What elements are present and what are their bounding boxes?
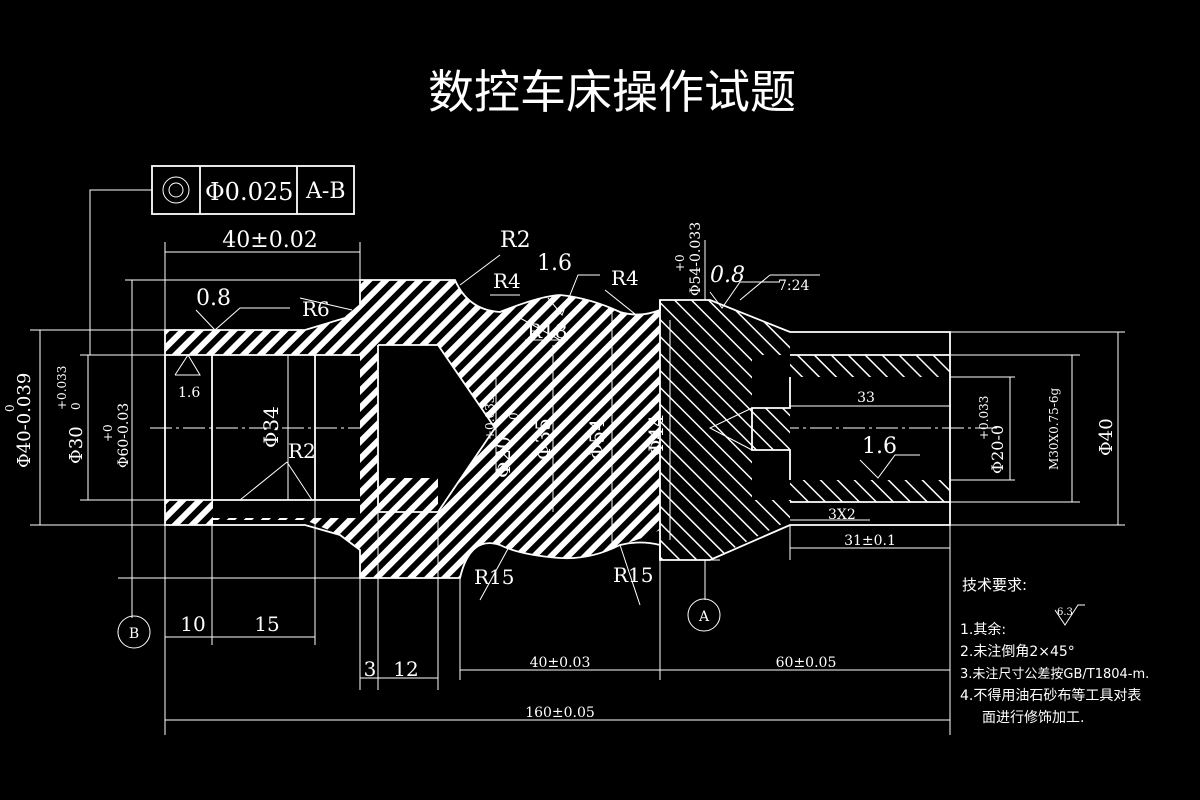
dim-phi40-right: Φ40	[1096, 418, 1117, 456]
dim-r15-right: R15	[613, 563, 654, 587]
dim-phi20-right: Φ20-0	[988, 425, 1007, 474]
dim-len31: 31±0.1	[844, 533, 896, 549]
dim-phi20-low: 0	[507, 412, 521, 420]
notes-item1: 1.其余:	[960, 621, 1006, 638]
rough-16-top: 1.6	[537, 251, 572, 276]
dim-phi20-up: +0.033	[483, 396, 497, 440]
dim-3x2: 3X2	[828, 507, 856, 523]
dim-40-tol: 40±0.02	[222, 228, 317, 253]
dim-len12: 12	[393, 657, 418, 681]
dim-thread: M30X0.75-6g	[1047, 387, 1061, 470]
dim-r18: R18	[527, 319, 568, 343]
dim-taper: 7:24	[778, 278, 810, 294]
drawing-title: 数控车床操作试题	[428, 65, 796, 119]
notes-item3: 3.未注尺寸公差按GB/T1804-m.	[960, 667, 1149, 682]
dim-phi34: Φ34	[259, 406, 283, 448]
dim-phi60-up: +0	[101, 424, 115, 442]
dim-r4-left: R4	[493, 269, 521, 293]
notes-item4a: 4.不得用油石砂布等工具对表	[960, 687, 1141, 704]
dim-r4-right: R4	[611, 266, 639, 290]
tolerance-value: Φ0.025	[205, 178, 293, 206]
dim-r2-top: R2	[500, 228, 531, 253]
dim-phi40-left: Φ40-0.039	[14, 373, 35, 468]
rough-16-inner: 1.6	[178, 385, 200, 401]
dim-r15-left: R15	[474, 565, 515, 589]
dim-r2-inner: R2	[288, 439, 316, 463]
tolerance-frame: Φ0.025 A-B	[89, 165, 355, 355]
dim-d54-top-plus: +0	[673, 254, 687, 272]
rough-08-right: 0.8	[710, 263, 745, 288]
rough-08-left: 0.8	[196, 286, 231, 311]
roughness-symbols	[174, 274, 1085, 626]
dim-phi40-left-up: 0	[3, 404, 17, 412]
dim-d54-top: Φ54-0.033	[688, 222, 704, 296]
dim-len60-05: 60±0.05	[776, 655, 837, 671]
dim-phi54: Φ54	[585, 418, 609, 460]
dim-phi20: Φ20	[491, 436, 515, 478]
dim-len3: 3	[364, 657, 377, 681]
dim-r6: R6	[302, 297, 330, 321]
datum-b-icon	[117, 615, 151, 649]
datum-a-icon	[687, 598, 721, 632]
dim-len160: 160±0.05	[525, 705, 595, 721]
dim-phi35: Φ35	[531, 418, 555, 460]
tolerance-datum: A-B	[305, 179, 346, 204]
notes-item2: 2.未注倒角2×45°	[960, 644, 1075, 660]
technical-notes: 技术要求: 1.其余: 6.3 2.未注倒角2×45° 3.未注尺寸公差按GB/…	[960, 576, 1149, 726]
notes-heading: 技术要求:	[962, 576, 1027, 594]
dim-phi30-up: +0.033	[55, 366, 69, 410]
dim-phi30-low: 0	[69, 402, 83, 410]
concentricity-icon	[162, 176, 190, 204]
rough-16-right: 1.6	[862, 434, 897, 459]
datum-a-label: A	[698, 609, 710, 625]
dimension-texts: 40±0.02 R2 R4 R6 0.8 1.6 R4 Φ54-0.033 +0…	[3, 222, 1117, 721]
dimension-lines	[30, 240, 1125, 735]
datum-markers: B A	[117, 598, 721, 649]
notes-item1-rough: 6.3	[1057, 607, 1073, 618]
dim-phi60: Φ60-0.03	[116, 403, 132, 468]
dim-len10: 10	[180, 612, 205, 636]
dim-phi44: Φ44	[644, 414, 668, 456]
dim-len15: 15	[254, 612, 279, 636]
notes-item4b: 面进行修饰加工.	[982, 710, 1084, 726]
dim-phi30-left: Φ30	[66, 426, 87, 464]
datum-b-label: B	[129, 626, 139, 642]
dim-len40-03: 40±0.03	[530, 655, 591, 671]
dim-phi20-right-tol: +0.033	[977, 396, 991, 440]
dim-len33: 33	[857, 390, 875, 406]
part-outline	[164, 279, 951, 579]
